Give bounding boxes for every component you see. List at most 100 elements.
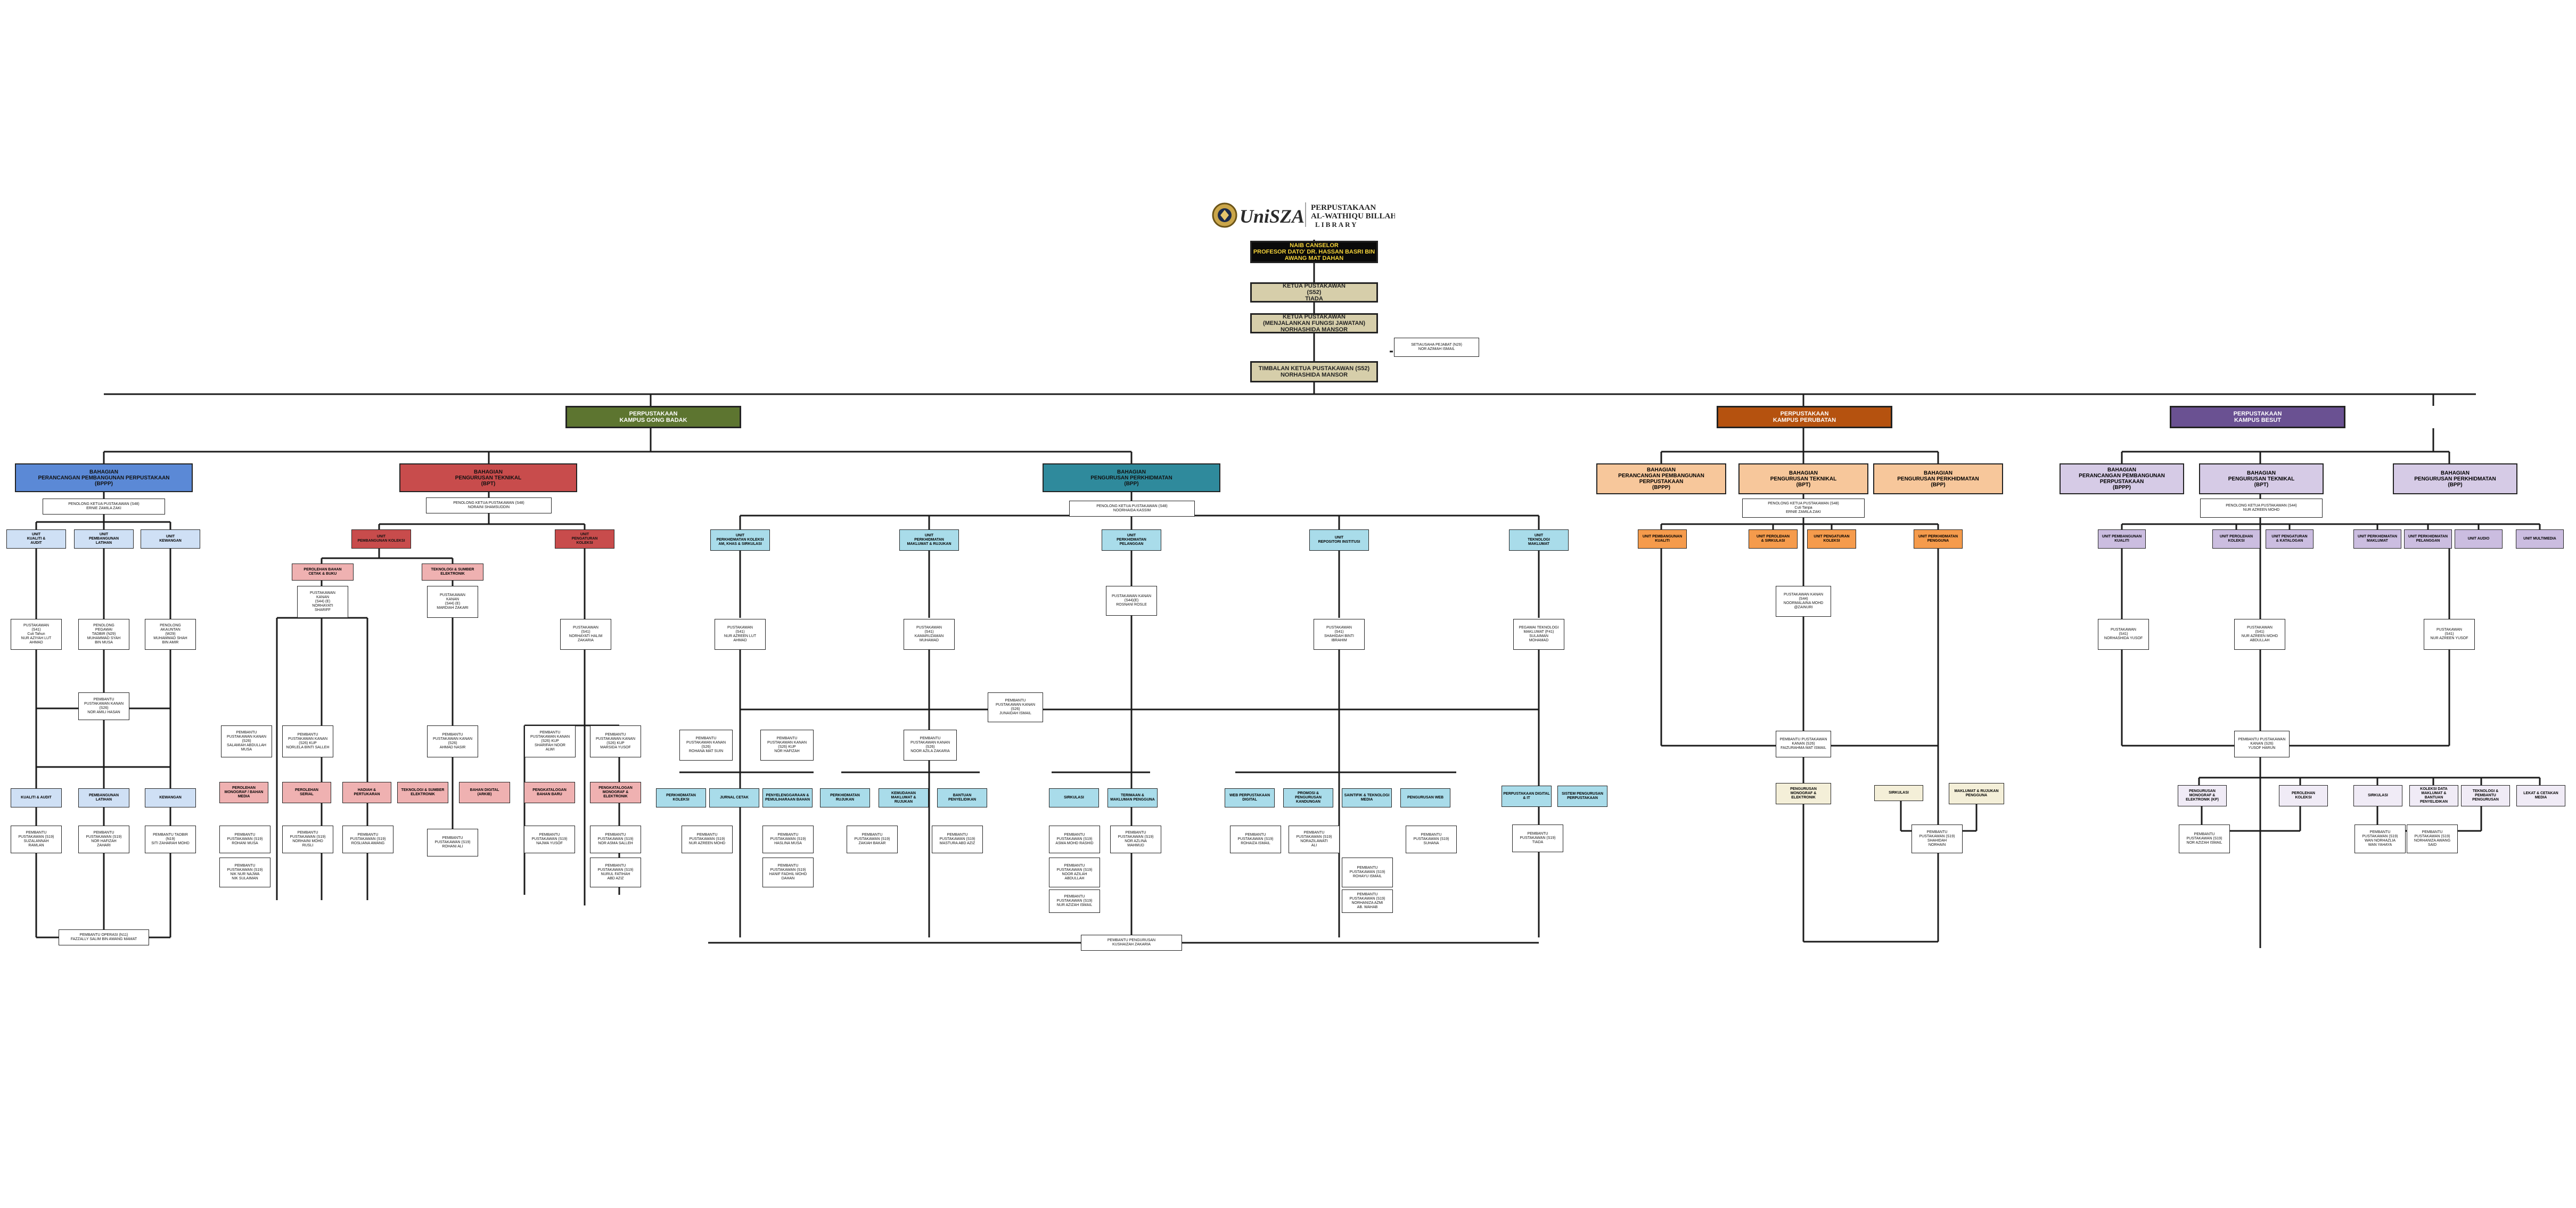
gb-bpp-pembantu-8-box-line: NORAZILAWATI	[1300, 839, 1328, 843]
kb-pustakawan-1-box-line: NORHASHIDA YUSOF	[2104, 636, 2143, 640]
gb-bpp-pembantu-kanan-1-box-line: ROHANA MAT SUIN	[688, 749, 724, 753]
kb-head-box: PENOLONG KETUA PUSTAKAWAN (S44)NUR AZREE…	[2200, 499, 2323, 518]
gb-bpt-pembantu-kanan-3-box-line: (S26)	[448, 741, 457, 745]
gb-bppp-pembantu-1-box-line: RAMLAN	[28, 844, 44, 847]
kb-pustakawan-3-box-line: PUSTAKAWAN	[2436, 628, 2462, 632]
unit-teknologi-maklumat-box-line: MAKLUMAT	[1528, 542, 1549, 546]
gb-bpp-pustakawan-4-box-line: IBRAHIM	[1331, 639, 1347, 642]
gb-bppp-pembantu-2-box-line: PEMBANTU	[93, 831, 114, 835]
gb-bpp-sirkulasi-head-box-line: PUSTAKAWAN KANAN	[995, 703, 1036, 707]
gb-bpp-pembantu-pengurusan-box-line: PEMBANTU PENGURUSAN	[1107, 938, 1156, 942]
logo-line-3: LIBRARY	[1315, 221, 1358, 228]
dept-gb-bpp-box-line: PENGURUSAN PERKHIDMATAN	[1090, 475, 1172, 481]
gb-bppp-pembantu-operasi-box-line: PEMBANTU OPERASI (N11)	[79, 933, 128, 937]
kp-unit-pengaturan-box-line: KOLEKSI	[1823, 539, 1840, 543]
ketua-pustakawan-acting-box-line: (MENJALANKAN FUNGSI JAWATAN)	[1262, 320, 1366, 327]
unit-pelanggan-box-line: PELANGGAN	[1119, 542, 1144, 546]
gb-bppp-kualiti-audit-box-line: KUALITI & AUDIT	[21, 796, 52, 799]
gb-bpp-pembantu-3-box-line: PUSTAKAWAN (S19)	[854, 837, 890, 841]
gb-bpp-terimaan-box: TERIMAAN &MAKLUMAN PENGGUNA	[1107, 788, 1158, 807]
gb-bpp-head-box-line: PENOLONG KETUA PUSTAKAWAN (S48)	[1096, 504, 1168, 508]
kb-unit-audio-box: UNIT AUDIO	[2455, 529, 2503, 549]
gb-bpt-pembantu-kanan-1-box-line: PEMBANTU	[236, 731, 257, 734]
unit-pelanggan-box-line: UNIT	[1127, 534, 1136, 537]
kb-koleksi-data-box-line: MAKLUMAT &	[2421, 791, 2447, 795]
gb-bpp-pembantu-13-box-line: PUSTAKAWAN (S19)	[1056, 899, 1093, 903]
gb-bpt-pembantu-3-box-line: PEMBANTU	[357, 833, 379, 837]
unit-perkhidmatan-koleksi-box-line: PERKHIDMATAN KOLEKSI	[716, 538, 764, 542]
gb-bpp-web-digital-box-line: DIGITAL	[1242, 798, 1257, 802]
gb-bpp-pegawai-ti-box-line: SULAIMAN	[1529, 634, 1548, 638]
dept-kp-bpp-box-line: (BPP)	[1931, 481, 1946, 488]
gb-bpt-pembantu-4-box-line: PUSTAKAWAN (S19)	[434, 840, 471, 844]
dept-gb-bppp-box-line: (BPPP)	[95, 480, 113, 487]
kp-pustakawan-kanan-box-line: @ZAINURI	[1794, 606, 1813, 609]
kp-maklumat-rujukan-box-line: PENGGUNA	[1965, 794, 1988, 797]
gb-bpp-pembantu-12-box-line: PUSTAKAWAN (S19)	[1056, 868, 1093, 872]
kp-unit-kualiti-box-line: KUALITI	[1655, 539, 1670, 543]
ketua-pustakawan-box-line: KETUA PUSTAKAWAN	[1283, 283, 1346, 289]
kb-pembantu-3-box-line: PEMBANTU	[2422, 830, 2443, 834]
gb-bpt-pembantu-7-box-line: NIK SULAIMAN	[232, 877, 258, 880]
gb-bpp-sirkulasi-head-box-line: (S26)	[1011, 707, 1020, 711]
gb-bpp-pegawai-ti-box-line: MAKLUMAT (F41)	[1523, 630, 1554, 634]
kb-pustakawan-3-box: PUSTAKAWAN(S41)NUR AZREEN YUSOF	[2424, 619, 2475, 650]
gb-bpt-pustakawan-kanan-1-box-line: KANAN	[316, 595, 330, 599]
kb-unit-kualiti-box-line: UNIT PEMBANGUNAN	[2102, 535, 2142, 538]
gb-bpp-pembantu-14-box-line: ROHAYU ISMAIL	[1352, 875, 1382, 878]
gb-bppp-penolong-pegawai-box-line: PENOLONG	[93, 624, 114, 627]
gb-bpt-pengkatalogan-monograf-box-line: MONOGRAF &	[602, 790, 629, 794]
gb-bpp-pembantu-13-box-line: NUR AZIZAH ISMAIL	[1056, 903, 1093, 907]
gb-bppp-pembantu-3-box-line: (N19)	[166, 837, 175, 841]
gb-bppp-pembantu-1-box-line: PEMBANTU	[26, 831, 47, 835]
gb-bpp-sistem-pengurusan-box-line: PERPUSTAKAAN	[1567, 796, 1598, 800]
kb-koleksi-data-box-line: KOLEKSI DATA	[2420, 787, 2448, 791]
gb-bpp-pembantu-8-box-line: PUSTAKAWAN (S19)	[1296, 835, 1332, 839]
gb-bpp-pembantu-1-box-line: PUSTAKAWAN (S19)	[689, 837, 725, 841]
kb-koleksi-data-box-line: BANTUAN	[2424, 796, 2443, 799]
dept-gb-bpp-box-line: BAHAGIAN	[1117, 469, 1146, 475]
gb-bpt-hadiah-box-line: HADIAH &	[357, 788, 376, 792]
kb-unit-pengaturan-box: UNIT PENGATURAN& KATALOGAN	[2266, 529, 2314, 549]
gb-bpp-pustakawan-4-box-line: SHAHIDAH BINTI	[1324, 634, 1354, 638]
kb-pengurusan-monograf-box-line: PENGURUSAN	[2189, 789, 2216, 793]
kb-unit-perolehan-box-line: UNIT PEROLEHAN	[2219, 535, 2253, 538]
dept-kb-bpp-box-line: BAHAGIAN	[2441, 470, 2470, 476]
gb-bppp-kewangan-box: KEWANGAN	[145, 788, 196, 807]
gb-bpp-promosi-box-line: PROMOSI &	[1297, 791, 1319, 795]
gb-bpp-pembantu-11-box-line: HANIF FADHIL MOHD	[769, 872, 807, 876]
kp-pengurusan-monograf-box-line: PENGURUSAN	[1790, 787, 1817, 791]
gb-bpt-pembantu-kanan-4-box-line: (S26) KUP	[541, 739, 559, 743]
gb-bpp-pembantu-1-box-line: PEMBANTU	[696, 833, 718, 837]
gb-bpt-pembantu-kanan-4-box-line: PUSTAKAWAN KANAN	[530, 735, 570, 739]
kb-pustakawan-2-box-line: (S41)	[2255, 630, 2265, 634]
gb-bpp-pembantu-5-box-line: PEMBANTU	[1064, 833, 1085, 837]
gb-bppp-pembantu-1-box-line: PUSTAKAWAN (S19)	[18, 835, 54, 839]
gb-bpp-bantuan-penyelidikan-box-line: PENYELIDIKAN	[948, 798, 977, 802]
unit-teknologi-maklumat-box-line: TEKNOLOGI	[1528, 538, 1550, 542]
gb-bppp-penolong-akauntan-box-line: (W29)	[165, 632, 176, 636]
gb-bpt-pembantu-1-box-line: PEMBANTU	[234, 833, 256, 837]
gb-bpt-pembantu-2-box-line: RUSLI	[302, 844, 314, 847]
gb-bpp-pembantu-kanan-2-box-line: PUSTAKAWAN KANAN	[767, 741, 807, 745]
kb-unit-multimedia-box: UNIT MULTIMEDIA	[2516, 529, 2564, 549]
gb-bpt-pembantu-4-box-line: PEMBANTU	[442, 836, 463, 840]
gb-bpt-pembantu-kanan-5-box-line: PEMBANTU	[605, 733, 626, 737]
